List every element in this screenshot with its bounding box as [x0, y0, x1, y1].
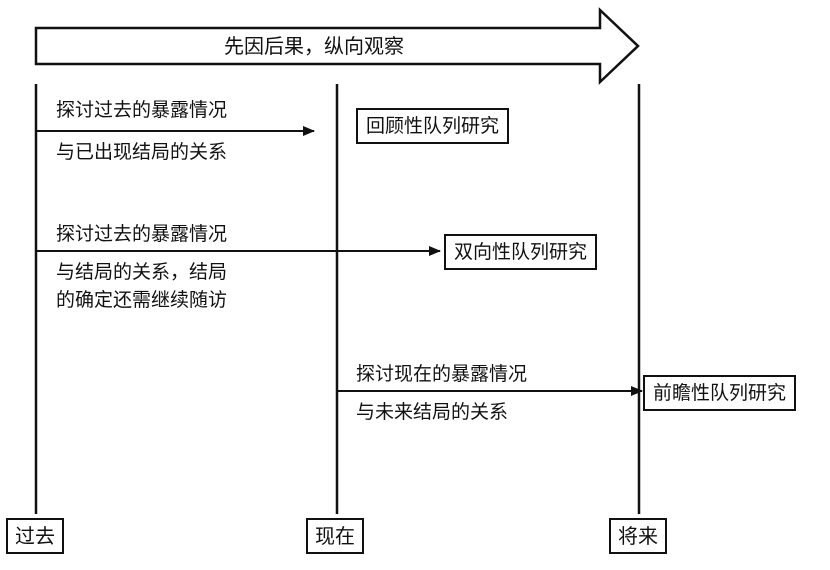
prospective-box: 前瞻性队列研究: [643, 375, 797, 411]
timeline-label-present: 现在: [306, 518, 364, 554]
ambidirectional-desc-line1: 探讨过去的暴露情况: [56, 223, 228, 245]
ambidirectional-desc-line2: 与结局的关系，结局: [56, 261, 228, 283]
retrospective-desc-line1: 探讨过去的暴露情况: [56, 99, 228, 121]
banner-arrow: [34, 7, 640, 85]
ambidirectional-box: 双向性队列研究: [444, 234, 598, 270]
prospective-desc-line1: 探讨现在的暴露情况: [356, 363, 528, 385]
ambidirectional-desc-line3: 的确定还需继续随访: [56, 289, 228, 311]
retrospective-desc-line2: 与已出现结局的关系: [56, 141, 228, 163]
timeline-label-past: 过去: [6, 518, 64, 554]
prospective-desc-line2: 与未来结局的关系: [356, 401, 509, 423]
timeline-label-future: 将来: [609, 518, 667, 554]
retrospective-box: 回顾性队列研究: [356, 108, 510, 144]
banner-label: 先因后果，纵向观察: [224, 34, 404, 58]
